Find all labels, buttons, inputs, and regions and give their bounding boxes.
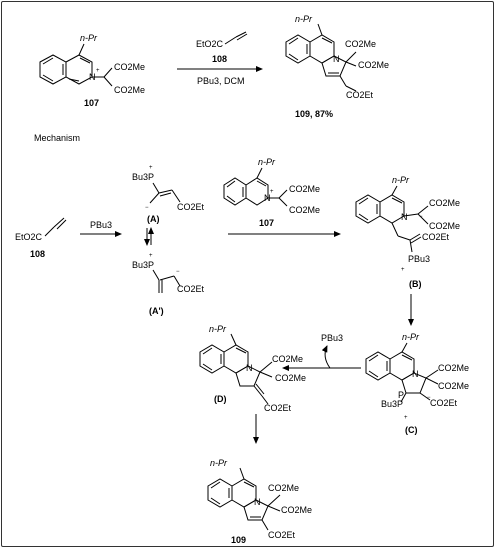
co2me-label-107-mech-b: CO2Me — [289, 205, 320, 215]
npr-label-107-mech: n-Pr — [258, 157, 276, 167]
npr-label-107: n-Pr — [80, 33, 98, 43]
compound-label-109-final: 109 — [231, 535, 246, 545]
mechanism-heading: Mechanism — [34, 133, 80, 143]
co2et-label-D: CO2Et — [264, 403, 292, 413]
plus-107-mech: + — [270, 189, 274, 195]
minus-A-prime: − — [176, 269, 180, 275]
minus-A: − — [145, 205, 149, 211]
n-label-B: N — [401, 212, 408, 222]
co2et-label-B: CO2Et — [422, 232, 450, 242]
compound-label-C: (C) — [405, 425, 418, 435]
co2et-label-109: CO2Et — [346, 90, 374, 100]
compound-label-107-mech: 107 — [259, 218, 274, 228]
compound-label-A: (A) — [147, 214, 160, 224]
intermediate-D — [199, 333, 273, 405]
co2et-label-C: CO2Et — [430, 398, 458, 408]
plus-A-prime: + — [149, 253, 153, 259]
allene-108 — [44, 217, 67, 237]
co2me-label-107-mech-a: CO2Me — [289, 184, 320, 194]
npr-label-109-top: n-Pr — [295, 14, 313, 24]
co2me-label-C-b: CO2Me — [438, 381, 469, 391]
npr-label-C: n-Pr — [402, 332, 420, 342]
co2me-label-C-a: CO2Me — [438, 363, 469, 373]
reagent-pbu3-step1: PBu3 — [90, 220, 112, 230]
n-label-109-top: N — [333, 54, 340, 64]
p-label-C: P — [398, 390, 404, 400]
co2et-label-A: CO2Et — [177, 202, 205, 212]
plus-A: + — [149, 165, 153, 171]
npr-label-109-final: n-Pr — [210, 458, 228, 468]
co2et-label-A-prime: CO2Et — [177, 284, 205, 294]
pbu3-label-B: PBu3 — [408, 254, 430, 264]
allene-top — [224, 31, 248, 45]
zwitterion-A — [149, 182, 181, 204]
n-label-107-mech: N — [264, 193, 271, 203]
co2me-label-109-final-a: CO2Me — [268, 483, 299, 493]
arrow-pbu3-release — [321, 345, 331, 369]
compound-label-A-prime: (A') — [149, 306, 164, 316]
intermediate-C — [365, 342, 439, 403]
minus-B: − — [419, 214, 423, 220]
released-pbu3: PBu3 — [321, 333, 343, 343]
n-label-C: N — [412, 369, 419, 379]
co2me-label-107a: CO2Me — [114, 62, 145, 72]
co2me-label-B-a: CO2Me — [429, 198, 460, 208]
compound-109-top — [285, 23, 357, 92]
conditions-top: PBu3, DCM — [197, 76, 245, 86]
reagent-108-top: 108 — [212, 54, 227, 64]
compound-label-B: (B) — [409, 279, 422, 289]
n-label-107: N — [89, 72, 96, 82]
npr-label-B: n-Pr — [392, 175, 410, 185]
n-label-D: N — [246, 363, 253, 373]
compound-107-mech — [223, 167, 288, 207]
bu3p-label-A-prime: Bu3P — [132, 260, 154, 270]
co2me-label-109b: CO2Me — [358, 60, 389, 70]
plus-B: + — [401, 267, 405, 273]
co2et-label-109-final: CO2Et — [268, 530, 296, 540]
compound-label-108: 108 — [30, 249, 45, 259]
eto2c-label-top: EtO2C — [196, 39, 224, 49]
co2me-label-109-final-b: CO2Me — [281, 505, 312, 515]
co2me-label-D-b: CO2Me — [275, 373, 306, 383]
compound-label-109-yield: 109, 87% — [295, 109, 333, 119]
eto2c-label-108: EtO2C — [15, 232, 43, 242]
compound-label-107-top: 107 — [84, 98, 99, 108]
bu3p-label-C: Bu3P — [381, 399, 403, 409]
co2me-label-B-b: CO2Me — [429, 221, 460, 231]
bu3p-label-A: Bu3P — [132, 172, 154, 182]
co2me-label-109a: CO2Me — [345, 39, 376, 49]
minus-C: − — [427, 395, 431, 401]
intermediate-B — [355, 185, 429, 253]
plus-C: + — [404, 415, 408, 421]
zwitterion-A-prime — [152, 269, 181, 293]
plus-107: + — [96, 68, 100, 74]
compound-109-final — [207, 467, 281, 531]
co2me-label-D-a: CO2Me — [272, 354, 303, 364]
compound-107-top — [39, 43, 113, 87]
npr-label-D: n-Pr — [209, 324, 227, 334]
co2me-label-107b: CO2Me — [114, 85, 145, 95]
n-label-109-final: N — [254, 497, 261, 507]
compound-label-D: (D) — [214, 394, 227, 404]
